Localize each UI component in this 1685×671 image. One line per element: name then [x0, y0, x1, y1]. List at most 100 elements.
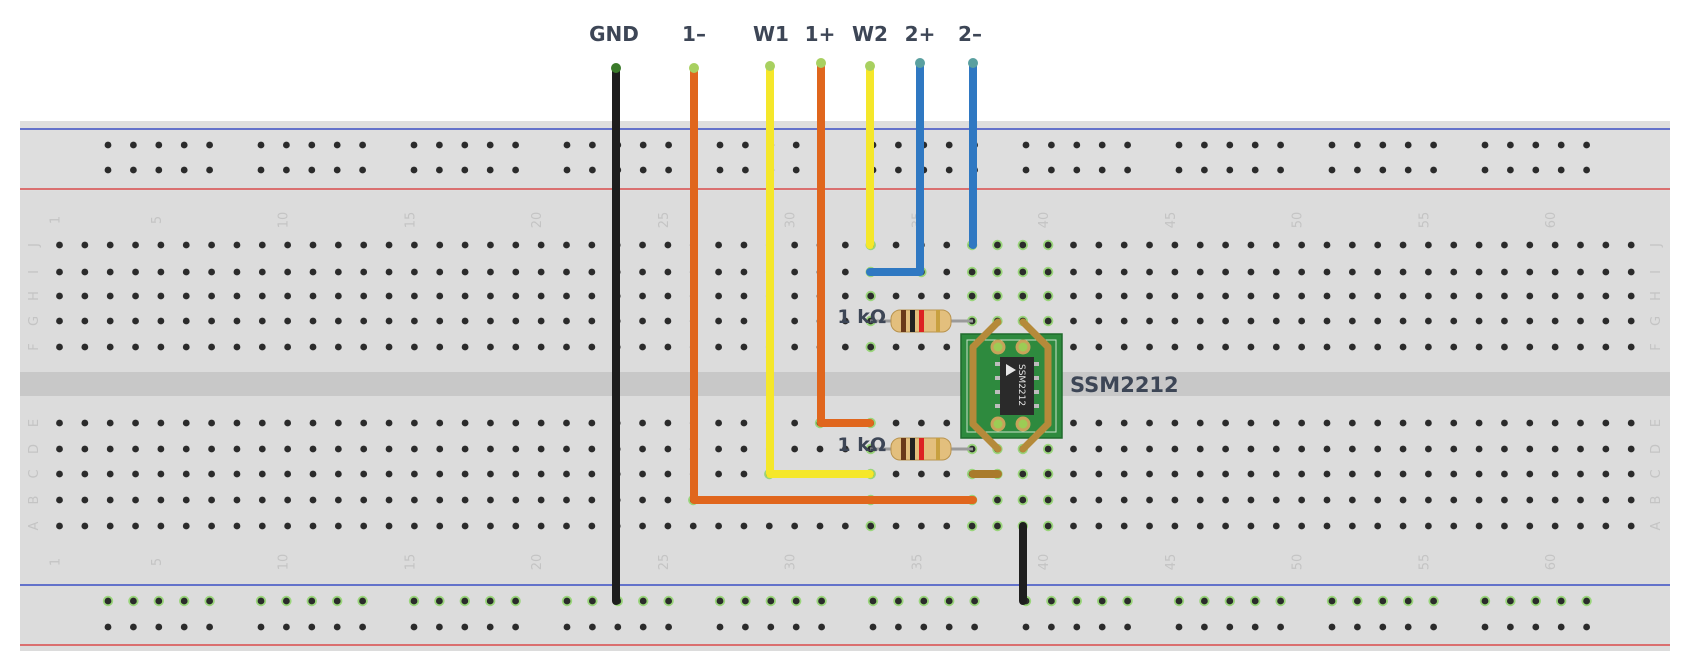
- breadboard-hole[interactable]: [563, 522, 570, 530]
- breadboard-hole[interactable]: [588, 268, 596, 276]
- breadboard-hole[interactable]: [1146, 522, 1153, 530]
- breadboard-hole[interactable]: [333, 166, 341, 174]
- breadboard-hole[interactable]: [1095, 522, 1103, 530]
- breadboard-hole[interactable]: [1019, 470, 1027, 478]
- breadboard-hole[interactable]: [411, 522, 418, 530]
- breadboard-hole[interactable]: [208, 522, 216, 530]
- one-plus-wire[interactable]: [817, 59, 874, 427]
- breadboard-hole[interactable]: [818, 597, 825, 605]
- breadboard-hole[interactable]: [588, 419, 596, 427]
- breadboard-hole[interactable]: [104, 623, 112, 631]
- breadboard-hole[interactable]: [385, 496, 393, 504]
- breadboard-hole[interactable]: [1070, 317, 1077, 325]
- breadboard-hole[interactable]: [436, 241, 444, 249]
- breadboard-hole[interactable]: [208, 241, 216, 249]
- breadboard-hole[interactable]: [257, 141, 265, 149]
- breadboard-hole[interactable]: [715, 268, 722, 276]
- breadboard-hole[interactable]: [841, 292, 849, 300]
- breadboard-hole[interactable]: [1095, 317, 1103, 325]
- resistor-bottom[interactable]: 1 kΩ: [837, 434, 973, 461]
- breadboard-hole[interactable]: [1551, 496, 1559, 504]
- breadboard-hole[interactable]: [639, 522, 646, 530]
- breadboard-hole[interactable]: [1475, 470, 1483, 478]
- breadboard-hole[interactable]: [1379, 166, 1387, 174]
- breadboard-hole[interactable]: [1425, 470, 1432, 478]
- breadboard-hole[interactable]: [436, 343, 444, 351]
- breadboard-hole[interactable]: [106, 268, 114, 276]
- breadboard-hole[interactable]: [106, 470, 114, 478]
- breadboard-hole[interactable]: [1577, 445, 1584, 453]
- breadboard-hole[interactable]: [1627, 292, 1635, 300]
- breadboard-hole[interactable]: [1404, 597, 1412, 605]
- breadboard-hole[interactable]: [360, 343, 368, 351]
- breadboard-hole[interactable]: [716, 166, 724, 174]
- breadboard-hole[interactable]: [1526, 470, 1534, 478]
- ssm2212-breakout[interactable]: SSM2212: [960, 318, 1063, 453]
- breadboard-hole[interactable]: [180, 141, 188, 149]
- breadboard-hole[interactable]: [1374, 343, 1382, 351]
- breadboard-hole[interactable]: [1022, 166, 1030, 174]
- breadboard-hole[interactable]: [1323, 268, 1331, 276]
- breadboard-hole[interactable]: [664, 292, 672, 300]
- breadboard-hole[interactable]: [512, 522, 520, 530]
- breadboard-hole[interactable]: [436, 623, 443, 631]
- breadboard-hole[interactable]: [1577, 241, 1584, 249]
- breadboard-hole[interactable]: [411, 470, 418, 478]
- breadboard-hole[interactable]: [1323, 445, 1331, 453]
- breadboard-hole[interactable]: [436, 268, 444, 276]
- breadboard-hole[interactable]: [664, 419, 672, 427]
- breadboard-hole[interactable]: [132, 241, 139, 249]
- breadboard-hole[interactable]: [1450, 522, 1458, 530]
- breadboard-hole[interactable]: [132, 445, 139, 453]
- breadboard-hole[interactable]: [182, 419, 190, 427]
- breadboard-hole[interactable]: [537, 419, 545, 427]
- breadboard-hole[interactable]: [461, 496, 469, 504]
- breadboard-hole[interactable]: [664, 470, 672, 478]
- breadboard-hole[interactable]: [1399, 343, 1407, 351]
- breadboard-hole[interactable]: [1399, 470, 1407, 478]
- breadboard-hole[interactable]: [180, 597, 188, 605]
- breadboard-hole[interactable]: [411, 268, 418, 276]
- breadboard-hole[interactable]: [1532, 166, 1540, 174]
- breadboard-hole[interactable]: [487, 241, 494, 249]
- breadboard-hole[interactable]: [233, 445, 241, 453]
- breadboard-hole[interactable]: [1120, 419, 1128, 427]
- breadboard-hole[interactable]: [309, 292, 317, 300]
- breadboard-hole[interactable]: [1501, 317, 1508, 325]
- breadboard-hole[interactable]: [1526, 241, 1534, 249]
- breadboard-hole[interactable]: [104, 141, 112, 149]
- breadboard-hole[interactable]: [106, 445, 114, 453]
- breadboard-hole[interactable]: [1201, 166, 1208, 174]
- breadboard-hole[interactable]: [1222, 445, 1229, 453]
- breadboard-hole[interactable]: [943, 470, 951, 478]
- breadboard-hole[interactable]: [1526, 292, 1534, 300]
- breadboard-hole[interactable]: [360, 445, 368, 453]
- breadboard-hole[interactable]: [742, 623, 749, 631]
- breadboard-hole[interactable]: [588, 470, 596, 478]
- breadboard-hole[interactable]: [1247, 470, 1255, 478]
- breadboard-hole[interactable]: [182, 496, 190, 504]
- breadboard-hole[interactable]: [233, 241, 241, 249]
- breadboard-hole[interactable]: [1507, 141, 1514, 149]
- breadboard-hole[interactable]: [1551, 470, 1559, 478]
- breadboard-hole[interactable]: [1374, 268, 1382, 276]
- breadboard-hole[interactable]: [512, 268, 520, 276]
- breadboard-hole[interactable]: [563, 445, 570, 453]
- breadboard-hole[interactable]: [385, 241, 393, 249]
- breadboard-hole[interactable]: [1120, 268, 1128, 276]
- breadboard-hole[interactable]: [1070, 292, 1077, 300]
- breadboard-hole[interactable]: [1354, 166, 1361, 174]
- breadboard-hole[interactable]: [284, 522, 292, 530]
- breadboard-hole[interactable]: [1175, 623, 1183, 631]
- breadboard-hole[interactable]: [385, 343, 393, 351]
- breadboard-hole[interactable]: [1425, 292, 1432, 300]
- breadboard-hole[interactable]: [1070, 268, 1077, 276]
- breadboard-hole[interactable]: [206, 597, 214, 605]
- breadboard-hole[interactable]: [206, 623, 214, 631]
- breadboard-hole[interactable]: [563, 241, 570, 249]
- breadboard-hole[interactable]: [1022, 141, 1030, 149]
- breadboard-hole[interactable]: [1551, 317, 1559, 325]
- breadboard-hole[interactable]: [1627, 470, 1635, 478]
- breadboard-hole[interactable]: [81, 470, 89, 478]
- w1-wire[interactable]: [766, 62, 874, 478]
